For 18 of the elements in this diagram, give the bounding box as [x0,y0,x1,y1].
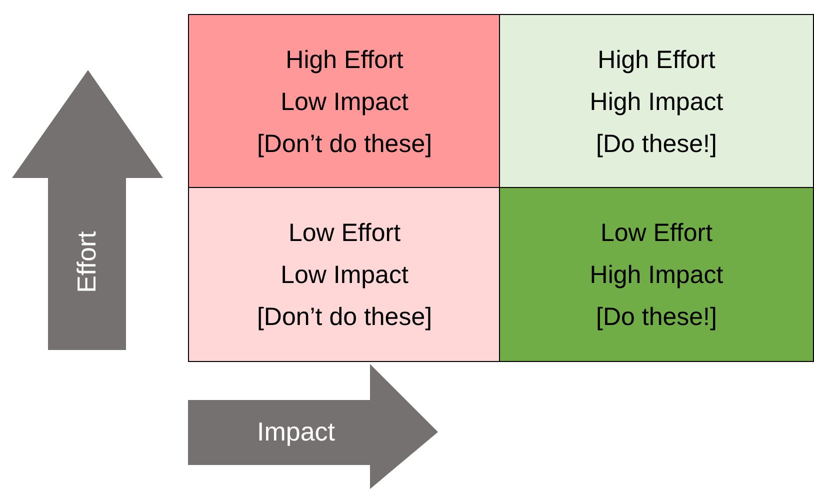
quadrant-text: Low Effort [288,218,401,248]
axis-label: Effort [72,231,102,293]
quadrant-text: [Don’t do these] [256,302,432,332]
quadrant-text: High Impact [590,260,724,290]
quadrant-box [188,187,501,362]
quadrant-text: Low Impact [280,260,408,290]
quadrant-text: [Don’t do these] [256,128,432,160]
quadrant-text: High Impact [590,86,724,118]
quadrant-text: [Do these!] [596,128,717,160]
quadrant-text: [Do these!] [596,302,717,332]
quadrant-text: Low Effort [600,218,713,248]
axis-label: Impact [256,416,336,448]
quadrant-text: Low Impact [280,86,408,118]
quadrant-box [499,187,814,362]
quadrant-text: High Effort [286,44,404,76]
quadrant-text: High Effort [598,44,716,76]
quadrant-box [499,14,814,189]
quadrant-box [188,14,501,189]
